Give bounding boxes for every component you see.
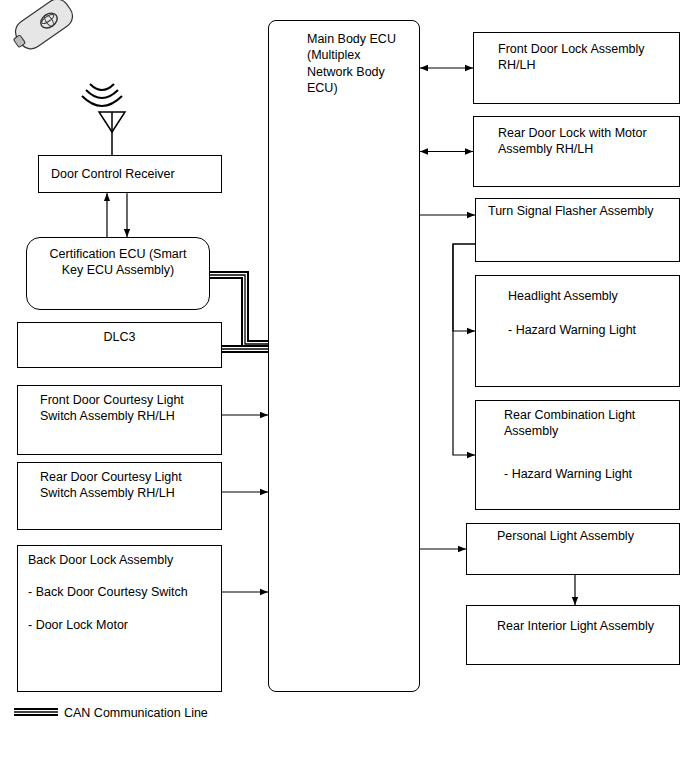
signal-arrow	[420, 549, 466, 550]
legend-line-sample	[14, 712, 58, 713]
arrow-line	[222, 591, 268, 592]
node-title: Rear Interior Light Assembly	[497, 618, 669, 634]
arrow-line	[420, 67, 473, 68]
switch-box: Rear Door Courtesy Light Switch Assembly…	[17, 462, 222, 530]
antenna-symbol	[99, 112, 125, 155]
node-title: Headlight Assembly	[508, 288, 669, 304]
signal-arrow	[107, 193, 108, 237]
node-title: Rear Door Lock with Motor Assembly RH/LH	[498, 125, 665, 158]
radio-waves	[82, 84, 122, 106]
node-item: - Door Lock Motor	[28, 617, 211, 633]
main-ecu-box: Main Body ECU (Multiplex Network Body EC…	[268, 20, 420, 692]
signal-arrow	[453, 244, 475, 331]
signal-arrow	[420, 215, 475, 216]
node-title: Main Body ECU (Multiplex Network Body EC…	[307, 31, 409, 96]
ecu-box: Certification ECU (Smart Key ECU Assembl…	[26, 237, 210, 310]
signal-arrow	[222, 492, 268, 493]
smart-key	[8, 0, 78, 56]
node-title: Certification ECU (Smart Key ECU Assembl…	[41, 246, 195, 279]
node-title: Door Control Receiver	[51, 166, 209, 182]
arrow-line	[126, 193, 127, 237]
arrow-line	[453, 244, 475, 331]
signal-arrow	[127, 193, 128, 237]
arrow-line	[222, 491, 268, 492]
node-item: - Hazard Warning Light	[504, 466, 669, 482]
signal-arrow	[420, 151, 473, 152]
arrow-line	[420, 548, 466, 549]
light-box: Rear Interior Light Assembly	[466, 605, 680, 665]
legend-text: CAN Communication Line	[64, 705, 208, 721]
arrow-line	[453, 244, 475, 455]
node-title: Turn Signal Flasher Assembly	[488, 203, 671, 219]
node-title: Rear Combination Light Assembly	[504, 407, 669, 440]
can-line	[222, 349, 268, 350]
node-title: Rear Door Courtesy Light Switch Assembly…	[40, 469, 209, 502]
signal-arrow	[575, 575, 576, 605]
lock-box: Front Door Lock Assembly RH/LH	[473, 32, 680, 104]
light-box: Personal Light Assembly	[466, 523, 680, 575]
can-line-stroke	[222, 347, 268, 351]
node-item: - Back Door Courtesy Switch	[28, 584, 211, 600]
arrow-line	[222, 414, 268, 415]
node-title: DLC3	[78, 329, 161, 345]
switch-box: Front Door Courtesy Light Switch Assembl…	[17, 385, 222, 455]
node-title: Back Door Lock Assembly	[28, 552, 211, 568]
node-title: Front Door Lock Assembly RH/LH	[498, 41, 665, 74]
receiver-box: Door Control Receiver	[38, 155, 222, 193]
signal-arrow	[222, 415, 268, 416]
flasher-box: Turn Signal Flasher Assembly	[475, 198, 680, 262]
lock-box: Rear Door Lock with Motor Assembly RH/LH	[473, 116, 680, 187]
connector-box: DLC3	[17, 322, 222, 368]
node-title: Front Door Courtesy Light Switch Assembl…	[40, 392, 209, 425]
lock-box: Back Door Lock Assembly - Back Door Court…	[17, 545, 222, 692]
node-title: Personal Light Assembly	[497, 528, 669, 544]
signal-arrow	[222, 592, 268, 593]
can-line-stroke	[222, 348, 268, 349]
arrow-line	[420, 151, 473, 152]
light-box: Rear Combination Light Assembly - Hazard …	[475, 400, 680, 510]
node-item: - Hazard Warning Light	[508, 322, 669, 338]
arrow-line	[574, 575, 575, 605]
signal-arrow	[420, 68, 473, 69]
signal-arrow	[453, 244, 475, 455]
arrow-line	[106, 193, 107, 237]
light-box: Headlight Assembly - Hazard Warning Light	[475, 275, 680, 387]
can-line-stroke	[222, 345, 268, 353]
arrow-line	[420, 214, 475, 215]
